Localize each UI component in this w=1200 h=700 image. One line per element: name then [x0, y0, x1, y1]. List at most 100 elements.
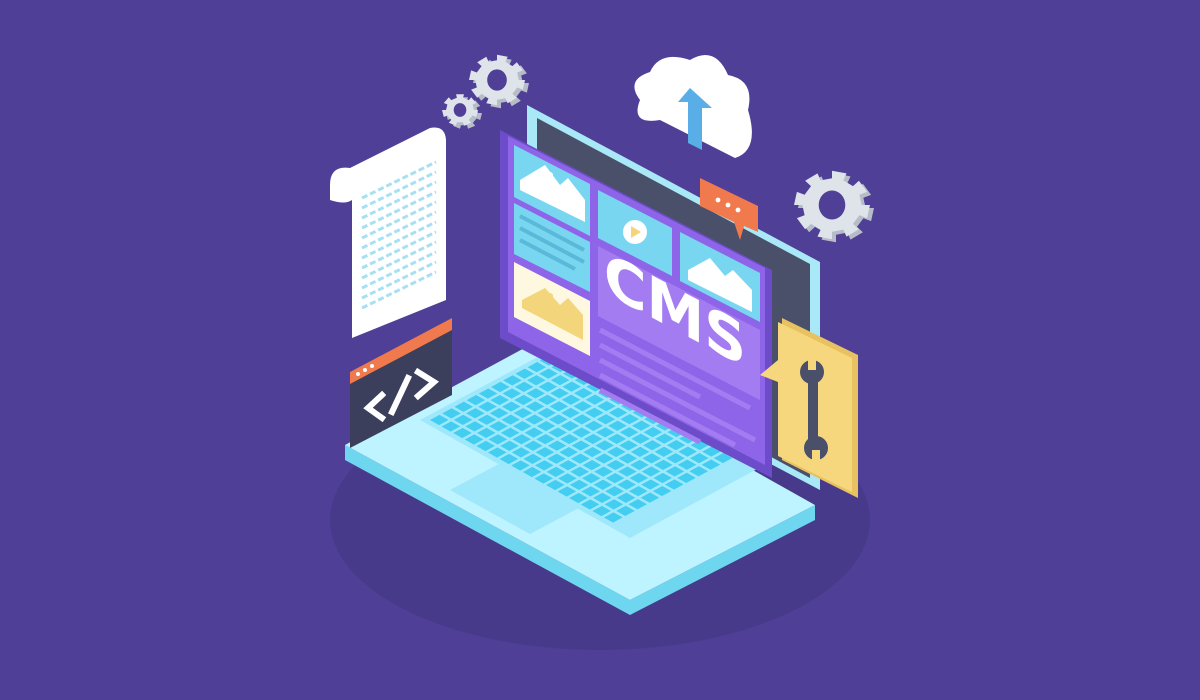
keyboard-key [511, 460, 530, 471]
image-icon [520, 165, 585, 222]
video-card [598, 190, 672, 276]
wrench-notch-bottom [812, 450, 820, 462]
text-line [519, 238, 576, 271]
keyboard-key [527, 362, 547, 373]
image-card-top-left [514, 145, 590, 236]
keyboard-key [607, 433, 627, 444]
keyboard-key [713, 452, 733, 464]
document-line [361, 170, 437, 210]
keyboard-key [665, 466, 685, 477]
keyboard-key [561, 394, 581, 405]
code-slash [388, 374, 412, 416]
document-sheet [330, 127, 446, 338]
keyboard-key [546, 466, 566, 477]
keyboard-key [525, 401, 545, 412]
keyboard-key [538, 394, 557, 405]
keyboard-key [677, 472, 696, 483]
chat-dot [735, 207, 741, 213]
keyboard-key [558, 473, 577, 484]
keyboard-key [502, 388, 522, 399]
panel-text-line [598, 357, 757, 443]
keyboard-key [689, 466, 708, 477]
document-lines [361, 160, 437, 310]
keyboard-key [547, 453, 566, 464]
keyboard-key [641, 466, 661, 477]
keyboard-key [499, 453, 519, 465]
keyboard-key [558, 460, 578, 471]
keyboard-key [478, 388, 498, 399]
laptop-base-edge [345, 445, 815, 615]
keyboard-key [617, 479, 636, 490]
code-icon [363, 367, 440, 423]
keyboard-key [536, 420, 556, 432]
wrench-shaft [809, 375, 818, 447]
image-sun [547, 172, 553, 178]
keyboard-key [466, 408, 485, 419]
keyboard-key [583, 446, 602, 458]
keyboard-key [502, 401, 521, 412]
keyboard-key [488, 447, 507, 458]
wrench-card-tail [760, 360, 778, 382]
keyboard-key [561, 407, 580, 418]
window-dot [370, 364, 374, 368]
keyboard-key [571, 453, 590, 464]
keyboard-key [620, 414, 639, 425]
keyboard-key [605, 486, 624, 497]
keyboard-key [665, 479, 684, 490]
keyboard-key [513, 407, 533, 419]
panel-text-lines [598, 327, 757, 448]
keyboard-key [690, 453, 709, 464]
keyboard-key [569, 479, 589, 490]
keyboard-key [596, 414, 616, 425]
keyboard-key [642, 453, 661, 464]
keyboard-key [489, 421, 508, 432]
keyboard-key [632, 420, 651, 431]
keyboard-key [604, 499, 624, 510]
keyboard-key [666, 453, 685, 464]
keyboard-key [619, 440, 638, 451]
keyboard-key [652, 485, 672, 497]
text-line [519, 214, 585, 252]
keyboard-key [573, 401, 592, 412]
document-line [361, 230, 437, 270]
document-line [361, 260, 437, 300]
keyboard-key [643, 427, 663, 438]
keyboard-key [535, 460, 554, 471]
keyboard-key [595, 440, 614, 451]
keyboard-key [618, 453, 638, 464]
keyboard-key [580, 499, 600, 510]
keyboard-key [503, 375, 522, 386]
keyboard-key [442, 408, 461, 419]
play-triangle [631, 226, 641, 238]
panel-text-line [598, 372, 737, 448]
keyboard-key [538, 381, 558, 392]
keyboard-key [512, 434, 531, 445]
keyboard-key [654, 459, 673, 470]
keyboard-key [616, 505, 635, 516]
keyboard-key [539, 368, 558, 379]
keyboard-key [536, 434, 555, 445]
keyboard-key [655, 433, 674, 444]
keyboard-key [608, 407, 628, 418]
keyboard-key [548, 427, 567, 438]
keyboard-key [701, 459, 721, 470]
image-card-bottom-left [514, 262, 590, 356]
keyboard-key [534, 473, 553, 484]
keyboard-key [478, 401, 497, 412]
keyboard-key [526, 388, 545, 399]
keyboard-key [523, 453, 542, 464]
keyboard-key [597, 401, 616, 412]
keyboard-key [582, 473, 601, 484]
keyboard-key [571, 440, 591, 451]
cms-panel: CMS [500, 130, 772, 478]
keyboard-key [596, 427, 615, 438]
wrench-notch-top [808, 358, 816, 370]
keyboard-key [549, 414, 568, 425]
code-window-titlebar [350, 318, 452, 384]
keyboard-key [618, 466, 637, 477]
keyboard-key [619, 427, 639, 438]
keyboard-key [559, 447, 578, 458]
document-line [361, 180, 437, 220]
keyboard-key [584, 420, 603, 431]
